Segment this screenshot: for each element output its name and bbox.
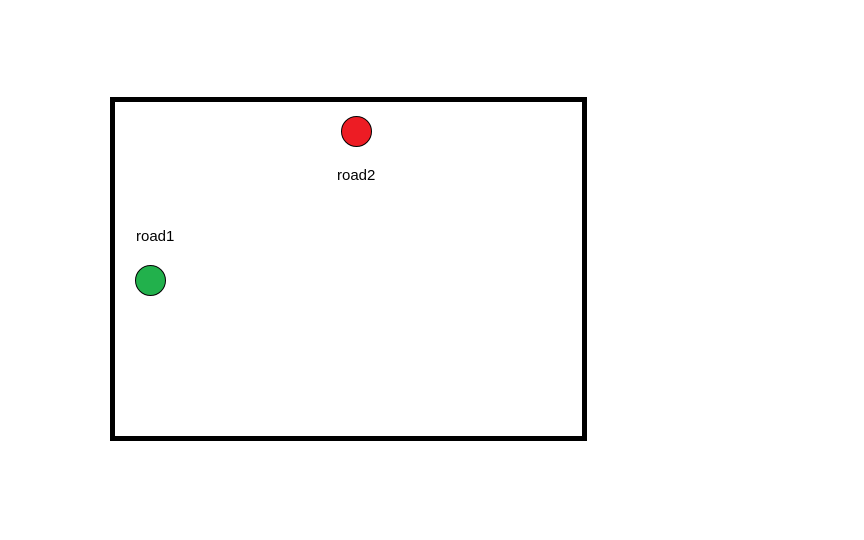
road1-marker: [135, 265, 166, 296]
map-frame: [110, 97, 587, 441]
road2-label: road2: [337, 167, 376, 184]
road2-marker: [341, 116, 372, 147]
road1-label: road1: [136, 228, 175, 245]
